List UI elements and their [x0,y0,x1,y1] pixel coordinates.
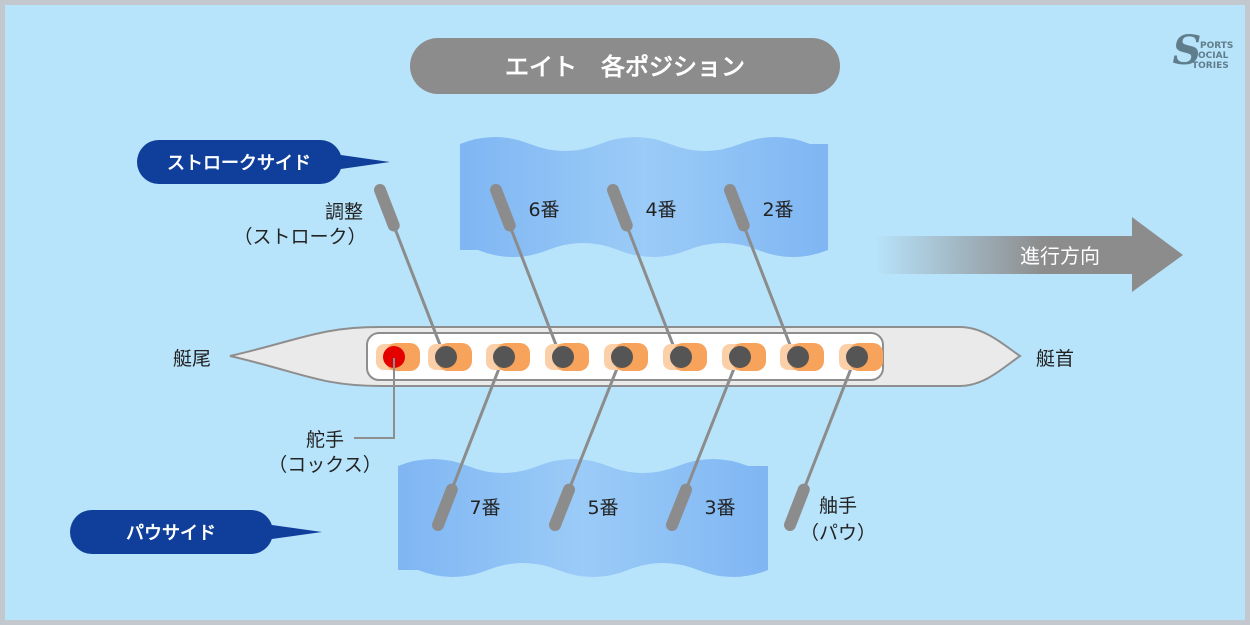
seat-4-label: 4番 [645,199,676,221]
seat-6-label: 6番 [528,199,559,221]
seat-3-label: 3番 [704,497,735,519]
svg-text:パウサイド: パウサイド [126,523,216,544]
oar-seat-2 [724,184,794,352]
rower-seat-6 [545,343,589,371]
oar-seat-5 [549,364,620,531]
rower-head [670,346,692,368]
bow-side-label: パウサイド [70,510,322,554]
sports-logo: S PORTS OCIAL TORIES [1173,27,1234,74]
oars [374,184,854,531]
rower-seat-1 [839,343,883,371]
seat-5-label: 5番 [587,497,618,519]
svg-text:S: S [1173,27,1202,74]
rower-seat-5 [604,343,648,371]
svg-text:進行方向: 進行方向 [1020,244,1100,268]
rower-seat-7 [486,343,530,371]
svg-text:OCIAL: OCIAL [1198,51,1229,61]
cox-position-label: 舵手 [306,429,344,451]
rower-head [729,346,751,368]
oar-seat-6 [490,184,560,352]
svg-text:TORIES: TORIES [1192,61,1229,71]
cox-position-sublabel: （コックス） [268,454,381,476]
bow-position-label: 舳手 [819,495,857,517]
oar-seat-3 [666,364,737,531]
oar-seat-4 [607,184,677,352]
rower-head [787,346,809,368]
svg-text:ストロークサイド: ストロークサイド [167,153,311,174]
stern-label: 艇尾 [173,348,211,370]
seat-7-label: 7番 [469,497,500,519]
water-patch-top [460,137,828,257]
bow-end-label: 艇首 [1036,348,1074,370]
rower-seat-3 [722,343,766,371]
oar-bow [784,364,854,531]
svg-text:PORTS: PORTS [1200,41,1233,51]
seat-2-label: 2番 [762,199,793,221]
rower-head [493,346,515,368]
cox-seat [376,343,420,371]
rower-head [552,346,574,368]
stroke-position-label: 調整 [325,201,363,223]
rower-head [846,346,868,368]
rower-head [435,346,457,368]
title-pill [410,38,840,94]
cox-marker [383,346,405,368]
cox-pointer-line [354,358,395,439]
water-patch-bottom [398,459,768,577]
stroke-side-label: ストロークサイド [137,140,390,184]
title: エイト 各ポジション [505,53,745,81]
oar-seat-7 [432,364,502,531]
seats [376,343,883,371]
rower-seat-2 [780,343,824,371]
oar-stroke [374,184,444,352]
rower-head [611,346,633,368]
direction-arrow: 進行方向 [873,217,1183,292]
rower-seat-4 [663,343,707,371]
rower-seat-8 [428,343,472,371]
bow-position-sublabel: （パウ） [800,522,876,544]
stroke-position-sublabel: （ストローク） [233,226,366,248]
